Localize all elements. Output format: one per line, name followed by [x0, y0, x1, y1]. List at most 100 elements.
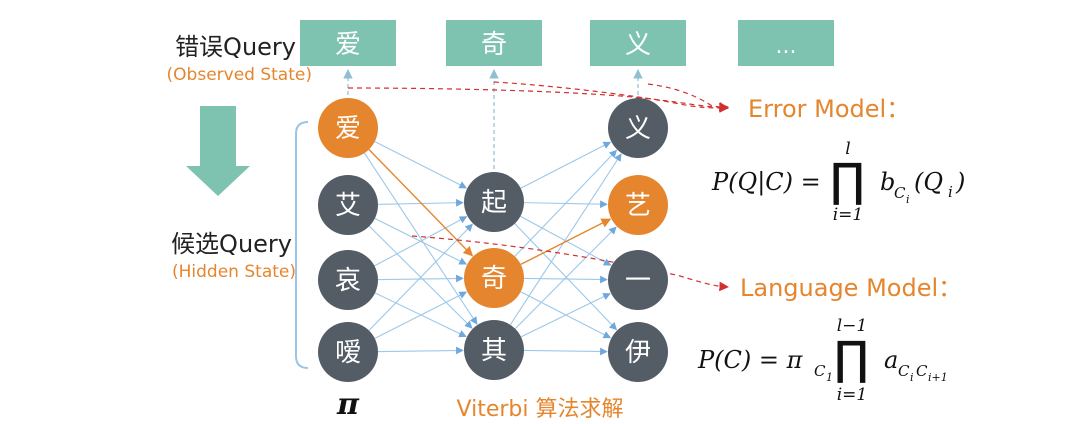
- error-pointer-line: [647, 83, 729, 112]
- node-circle: [464, 248, 524, 308]
- observed-char: 义: [625, 30, 651, 60]
- error-model-formula: P(Q|C) = ∏ l i=1 b C i (Q i ): [711, 139, 965, 225]
- viterbi-path-edges: [368, 149, 612, 266]
- formula-sub: C: [916, 362, 928, 380]
- transition-edge: [374, 291, 468, 339]
- transition-edge: [514, 223, 618, 331]
- transition-edge: [520, 215, 612, 266]
- product-symbol: ∏: [834, 331, 869, 385]
- lattice-node: 哀: [318, 250, 378, 310]
- formula-arg: (Q: [914, 168, 943, 196]
- observed-char: 爱: [335, 30, 361, 60]
- language-model-title: Language Model：: [740, 274, 962, 302]
- observed-boxes: 爱 奇 义 ...: [300, 20, 834, 66]
- transition-edge: [377, 274, 464, 283]
- error-model-title: Error Model：: [748, 95, 910, 123]
- node-circle: [464, 320, 524, 380]
- product-upper: l: [845, 139, 850, 159]
- node-circle: [318, 175, 378, 235]
- formula-lhs-sub: C: [814, 362, 826, 380]
- lattice-node: 义: [608, 98, 668, 158]
- error-pointer-line: [493, 81, 729, 113]
- formula-sub: C: [898, 362, 910, 380]
- down-arrow-icon: [186, 106, 250, 196]
- node-circle: [608, 322, 668, 382]
- node-char: 嗳: [335, 338, 361, 368]
- formula-close: ): [955, 168, 965, 196]
- pi-symbol: π: [336, 387, 360, 422]
- hidden-label: 候选Query: [171, 230, 292, 258]
- transition-edge: [523, 347, 608, 356]
- language-model-formula: P(C) = π C 1 ∏ l−1 i=1 a C i C i+1: [697, 316, 948, 405]
- column-bracket: [295, 121, 309, 369]
- observed-box: [300, 20, 396, 66]
- hidden-sublabel: (Hidden State): [172, 262, 296, 282]
- node-circle: [318, 322, 378, 382]
- node-circle: [464, 172, 524, 232]
- transition-edge: [523, 275, 608, 284]
- node-circle: [608, 175, 668, 235]
- observed-char: ...: [776, 34, 797, 59]
- transition-edge: [520, 293, 611, 338]
- node-char: 伊: [625, 338, 651, 368]
- node-circle: [608, 98, 668, 158]
- observed-box: [590, 20, 686, 66]
- product-lower: i=1: [837, 385, 868, 405]
- node-char: 艾: [335, 191, 361, 221]
- transition-edge: [368, 149, 474, 257]
- lattice-node: 一: [608, 250, 668, 310]
- error-pointer-line: [347, 87, 729, 113]
- formula-lhs: P(C) = π: [697, 346, 804, 374]
- product-symbol: ∏: [830, 153, 865, 207]
- observed-char: 奇: [481, 30, 507, 60]
- node-circle: [318, 250, 378, 310]
- observed-box: [738, 20, 834, 66]
- product-upper: l−1: [837, 316, 868, 336]
- lattice-node: 艺: [608, 175, 668, 235]
- transition-edge: [514, 149, 618, 257]
- transition-edge: [368, 223, 473, 331]
- node-circle: [608, 250, 668, 310]
- formula-subsub: i: [910, 371, 914, 384]
- formula-subsub: i: [906, 193, 910, 206]
- transition-edge: [377, 346, 464, 355]
- node-char: 奇: [481, 264, 507, 294]
- node-char: 其: [481, 336, 507, 366]
- transition-edge: [374, 216, 468, 267]
- lattice-node: 嗳: [318, 322, 378, 382]
- formula-lhs-subsub: 1: [826, 371, 833, 384]
- transition-edge: [374, 141, 468, 189]
- lattice-node: 其: [464, 320, 524, 380]
- node-char: 一: [625, 266, 651, 296]
- transition-edge: [514, 226, 617, 330]
- formula-term: b: [880, 168, 895, 196]
- emission-lines: [343, 69, 643, 176]
- lattice-node: 伊: [608, 322, 668, 382]
- formula-argsub: i: [948, 183, 953, 201]
- lattice-node: 艾: [318, 175, 378, 235]
- formula-sub: C: [894, 184, 906, 202]
- formula-subsub: i+1: [928, 371, 948, 384]
- node-circle: [318, 98, 378, 158]
- transition-edge: [509, 153, 622, 326]
- transition-edge: [377, 198, 464, 207]
- product-lower: i=1: [833, 205, 864, 225]
- node-char: 哀: [335, 266, 361, 296]
- observed-label: 错误Query: [175, 33, 296, 61]
- transition-edges: [364, 141, 622, 356]
- node-char: 义: [625, 114, 651, 144]
- lattice-node: 起: [464, 172, 524, 232]
- viterbi-label: Viterbi 算法求解: [457, 397, 624, 422]
- node-char: 爱: [335, 114, 361, 144]
- transition-edge: [520, 218, 612, 266]
- node-char: 艺: [625, 191, 651, 221]
- lattice-node: 爱: [318, 98, 378, 158]
- observed-sublabel: (Observed State): [167, 65, 312, 85]
- formula-lhs: P(Q|C) =: [711, 168, 821, 197]
- node-char: 起: [481, 188, 507, 218]
- formula-term: a: [884, 346, 898, 374]
- transition-edge: [520, 141, 612, 189]
- observed-box: [446, 20, 542, 66]
- lattice-node: 奇: [464, 248, 524, 308]
